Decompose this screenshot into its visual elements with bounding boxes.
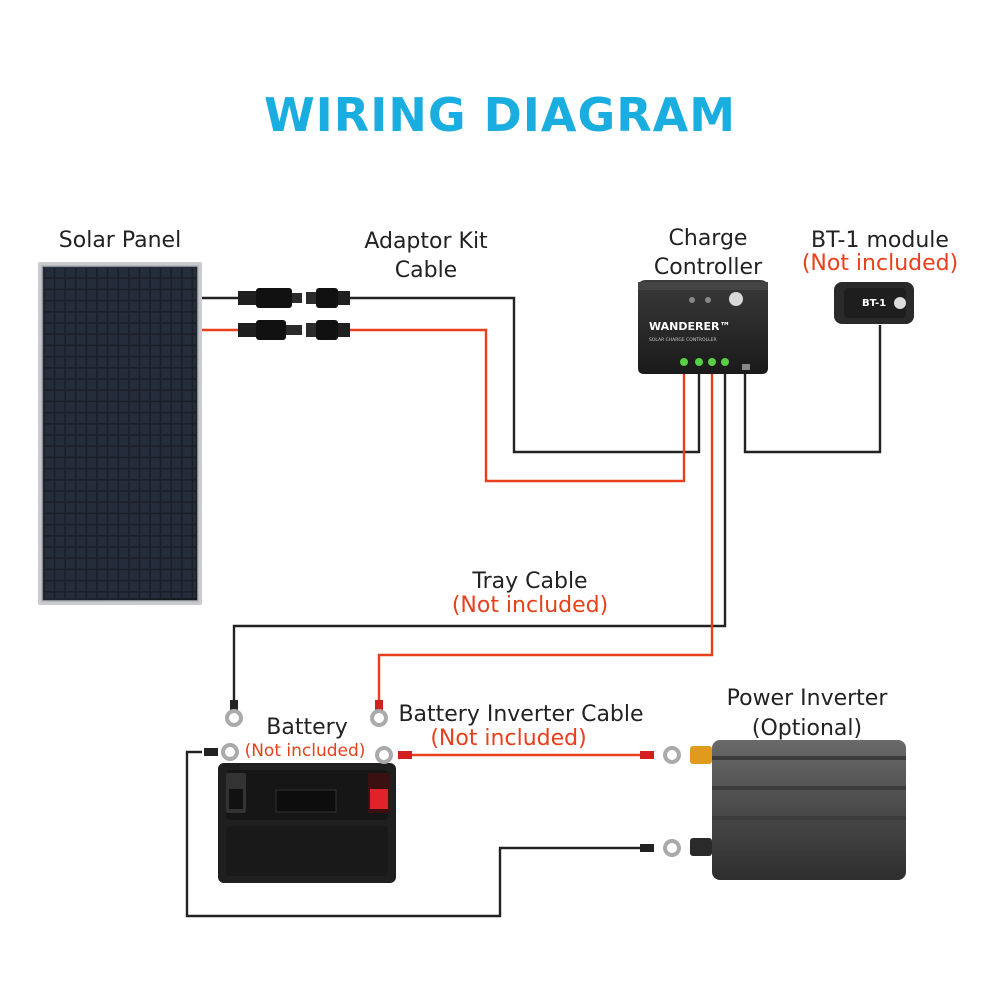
solar-panel-label: Solar Panel bbox=[58, 228, 182, 253]
tray-cable-not-included-note: (Not included) bbox=[451, 593, 609, 618]
ring-terminal-tray-positive bbox=[370, 700, 388, 727]
ring-terminal-inverter-negative bbox=[640, 839, 681, 857]
adaptor-positive-wire bbox=[350, 328, 686, 483]
battery-inverter-not-included-note: (Not included) bbox=[430, 726, 587, 751]
charge-controller-label-line2: Controller bbox=[653, 255, 763, 280]
solar-panel bbox=[38, 262, 202, 605]
adaptor-kit-label-line2: Cable bbox=[394, 258, 458, 283]
tray-cable-label: Tray Cable bbox=[472, 569, 588, 594]
bt1-not-included-note: (Not included) bbox=[801, 251, 959, 276]
tray-positive-wire bbox=[377, 372, 714, 706]
ring-terminal-inverter-positive-battery bbox=[375, 746, 412, 764]
ring-terminal-inverter-negative-battery bbox=[204, 743, 239, 761]
power-inverter bbox=[690, 740, 906, 880]
battery-label: Battery bbox=[266, 715, 348, 740]
charge-controller: WANDERER™ SOLAR CHARGE CONTROLLER bbox=[638, 280, 768, 374]
ring-terminal-inverter-positive bbox=[640, 746, 681, 764]
battery-inverter-cable-label: Battery Inverter Cable bbox=[398, 702, 644, 727]
battery bbox=[218, 763, 396, 883]
bt1-module: BT-1 bbox=[834, 282, 914, 324]
mc4-connector-negative bbox=[238, 288, 350, 308]
charge-controller-label-line1: Charge bbox=[668, 226, 748, 251]
ring-terminal-tray-negative bbox=[225, 700, 243, 727]
battery-not-included-note: (Not included) bbox=[244, 741, 366, 761]
inverter-negative-wire bbox=[185, 750, 640, 918]
controller-brand: WANDERER™ bbox=[649, 320, 730, 333]
mc4-connector-positive bbox=[238, 320, 350, 340]
adaptor-kit-label-line1: Adaptor Kit bbox=[364, 229, 488, 254]
power-inverter-label: Power Inverter bbox=[726, 686, 888, 711]
bt1-module-label: BT-1 module bbox=[811, 228, 949, 253]
adaptor-negative-wire bbox=[350, 296, 701, 454]
diagram-title: WIRING DIAGRAM bbox=[263, 88, 737, 142]
bt1-cable bbox=[743, 325, 882, 454]
controller-sub: SOLAR CHARGE CONTROLLER bbox=[649, 337, 717, 343]
power-inverter-optional-note: (Optional) bbox=[751, 716, 863, 741]
bt1-brand-text: BT-1 bbox=[862, 298, 886, 309]
wires bbox=[185, 296, 882, 918]
tray-negative-wire bbox=[232, 372, 727, 706]
